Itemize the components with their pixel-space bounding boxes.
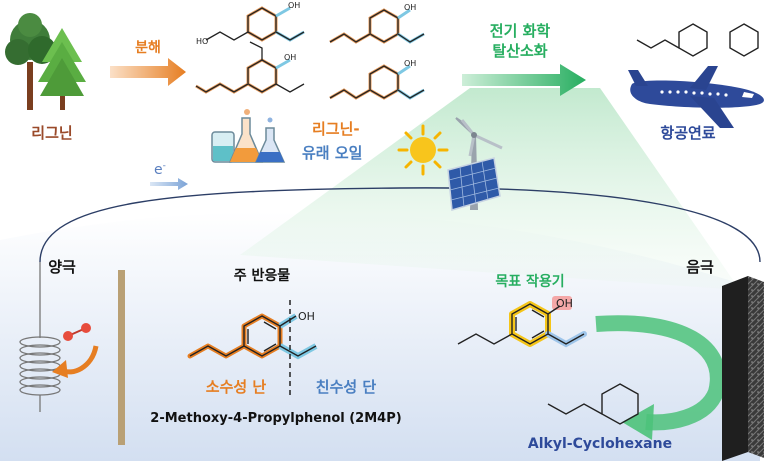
reactant-title: 주 반응물 (234, 267, 291, 284)
lignin-label: 리그닌 (31, 124, 72, 142)
oil-label-line1: 리그닌- (312, 120, 360, 138)
sun-icon (397, 124, 449, 176)
oil-label-line2: 유래 오일 (302, 144, 362, 162)
electron-symbol: e (154, 162, 163, 178)
membrane (118, 270, 125, 445)
lab-flask-icon (211, 109, 286, 163)
oxygen-arrow-head (52, 360, 68, 378)
product-name: Alkyl-Cyclohexane (528, 436, 672, 452)
carbon-electrode-icon (722, 276, 764, 461)
molecule-hydroxypropyl-guaiacol (205, 6, 305, 42)
target-title: 목표 작용기 (495, 273, 564, 290)
electron-label: e- (154, 161, 166, 178)
molecule-target-group (457, 296, 587, 348)
anode-label: 양극 (48, 258, 76, 276)
fuel-label: 항공연료 (660, 124, 715, 142)
reactant-name: 2-Methoxy-4-Propylphenol (2M4P) (150, 411, 401, 426)
decompose-label: 분해 (135, 40, 161, 56)
reactant-oh: OH (298, 310, 315, 323)
molecule-syringyl-propyl (195, 41, 305, 94)
molecule-eugenol (329, 64, 425, 100)
deoxygenation-arrow (462, 64, 586, 96)
target-oh: OH (556, 297, 573, 310)
hydrophobic-label: 소수성 난 (206, 378, 267, 396)
mol3-oh: OH (284, 53, 296, 62)
electron-arrow (150, 178, 188, 190)
mol1-ho: HO (196, 37, 208, 46)
circuit-wire (39, 187, 761, 263)
cathode-label: 음극 (686, 258, 714, 276)
tree-icon (5, 13, 86, 110)
hydrophilic-label: 친수성 단 (316, 378, 377, 396)
electro-label-line1: 전기 화학 (490, 22, 551, 40)
molecule-alkyl-cyclohexane (547, 383, 639, 425)
conversion-arrow (595, 315, 726, 431)
molecule-2m4p (187, 313, 318, 360)
oxygen-molecule-icon (63, 323, 91, 341)
mol2-oh: OH (404, 3, 416, 12)
mol4-oh: OH (404, 59, 416, 68)
airplane-icon (628, 66, 764, 128)
mol1-oh: OH (288, 1, 300, 10)
fuel-propylcyclohexane (636, 23, 708, 57)
molecule-isoeugenol (329, 8, 425, 44)
electron-charge: - (163, 161, 166, 171)
electro-label-line2: 탈산소화 (492, 42, 547, 60)
fuel-cyclohexane (729, 23, 759, 57)
solar-panel-icon (447, 157, 501, 211)
conversion-arrow-head (622, 404, 654, 440)
decompose-arrow (110, 58, 186, 86)
